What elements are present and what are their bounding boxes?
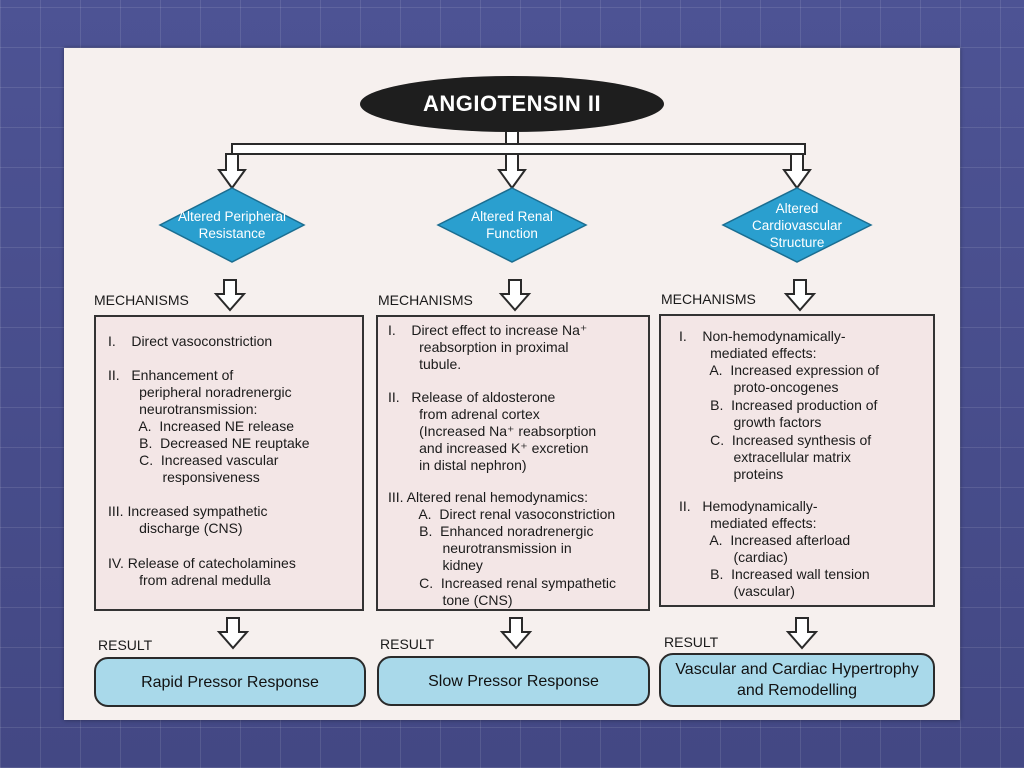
mechanism-line: mediated effects: [679, 345, 817, 361]
mechanism-line: reabsorption in proximal [388, 339, 569, 355]
mechanism-line: I. Direct vasoconstriction [108, 333, 273, 349]
mechanism-line: A. Increased NE release [108, 418, 294, 434]
mechanism-line: I. Non-hemodynamically- [679, 328, 846, 344]
mechanism-line: III. Altered renal hemodynamics: [388, 489, 588, 505]
mechanism-line: B. Enhanced noradrenergic [388, 523, 594, 539]
mechanism-line: peripheral noradrenergic [108, 384, 292, 400]
mechanism-line: IV. Release of catecholamines [108, 555, 296, 571]
mechanism-line: A. Increased afterload [679, 532, 851, 548]
diamond-renal-function [436, 187, 588, 263]
mechanism-line: III. Increased sympathetic [108, 503, 268, 519]
mechanism-line: (cardiac) [679, 549, 788, 565]
mechanism-line: proto-oncogenes [679, 379, 839, 395]
mechanism-line: growth factors [679, 414, 822, 430]
down-arrows-to-effects [217, 153, 812, 190]
mechanism-line: II. Release of aldosterone [388, 389, 556, 405]
title-ellipse [360, 76, 664, 132]
mechanism-line: neurotransmission: [108, 401, 258, 417]
mechanism-line: responsiveness [108, 469, 260, 485]
diamond-peripheral-resistance [158, 187, 306, 263]
mechanism-line: and increased K⁺ excretion [388, 440, 589, 456]
diamond-cardiovascular-structure [721, 187, 873, 263]
mechanism-line: tubule. [388, 356, 462, 372]
mechanism-line: from adrenal medulla [108, 572, 271, 588]
top-connector [231, 132, 806, 155]
mechanism-line: A. Direct renal vasoconstriction [388, 506, 616, 522]
mechanism-line: II. Enhancement of [108, 367, 234, 383]
mechanism-line: A. Increased expression of [679, 362, 879, 378]
mechanism-line: B. Increased production of [679, 397, 878, 413]
mechanisms-box-2: I. Direct effect to increase Na⁺ reabsor… [376, 315, 650, 611]
mechanisms-box-3: I. Non-hemodynamically- mediated effects… [659, 314, 935, 607]
mechanism-line: proteins [679, 466, 784, 482]
effect-cardiovascular-structure: Altered Cardiovascular Structure [751, 200, 843, 250]
title: ANGIOTENSIN II [422, 91, 602, 116]
diagram-slide: ANGIOTENSIN II Altered Peripheral Resist… [64, 48, 960, 720]
mechanism-line: discharge (CNS) [108, 520, 243, 536]
mechanism-line: I. Direct effect to increase Na⁺ [388, 322, 588, 338]
diagram-connectors [158, 76, 873, 650]
mechanism-line: II. Hemodynamically- [679, 498, 818, 514]
mechanisms-label-3: MECHANISMS [661, 291, 756, 307]
mechanism-line: kidney [388, 557, 483, 573]
mechanism-line: in distal nephron) [388, 457, 527, 473]
effect-renal-function: Altered Renal Function [471, 209, 553, 241]
effect-peripheral-resistance: Altered Peripheral Resistance [177, 209, 287, 241]
result-label-2: RESULT [380, 636, 435, 652]
down-arrows-to-mechanisms [213, 279, 817, 312]
result-label-1: RESULT [98, 637, 153, 653]
mechanisms-label-2: MECHANISMS [378, 292, 473, 308]
result-rapid-pressor: Rapid Pressor Response [94, 657, 366, 707]
down-arrows-to-results [216, 617, 819, 650]
mechanisms-label-1: MECHANISMS [94, 292, 189, 308]
mechanism-line: (Increased Na⁺ reabsorption [388, 423, 597, 439]
mechanism-line: C. Increased synthesis of [679, 432, 872, 448]
mechanism-line: tone (CNS) [388, 592, 513, 608]
mechanism-line: (vascular) [679, 583, 795, 599]
mechanism-line: mediated effects: [679, 515, 817, 531]
mechanism-line: from adrenal cortex [388, 406, 540, 422]
mechanism-line: C. Increased renal sympathetic [388, 575, 616, 591]
mechanisms-box-1: I. Direct vasoconstriction II. Enhanceme… [94, 315, 364, 611]
mechanism-line: B. Increased wall tension [679, 566, 870, 582]
result-slow-pressor: Slow Pressor Response [377, 656, 650, 706]
mechanism-line: extracellular matrix [679, 449, 851, 465]
mechanism-line: B. Decreased NE reuptake [108, 435, 310, 451]
result-label-3: RESULT [664, 634, 719, 650]
mechanism-line: C. Increased vascular [108, 452, 279, 468]
result-hypertrophy-remodelling: Vascular and Cardiac Hypertrophy and Rem… [659, 653, 935, 707]
mechanism-line: neurotransmission in [388, 540, 572, 556]
